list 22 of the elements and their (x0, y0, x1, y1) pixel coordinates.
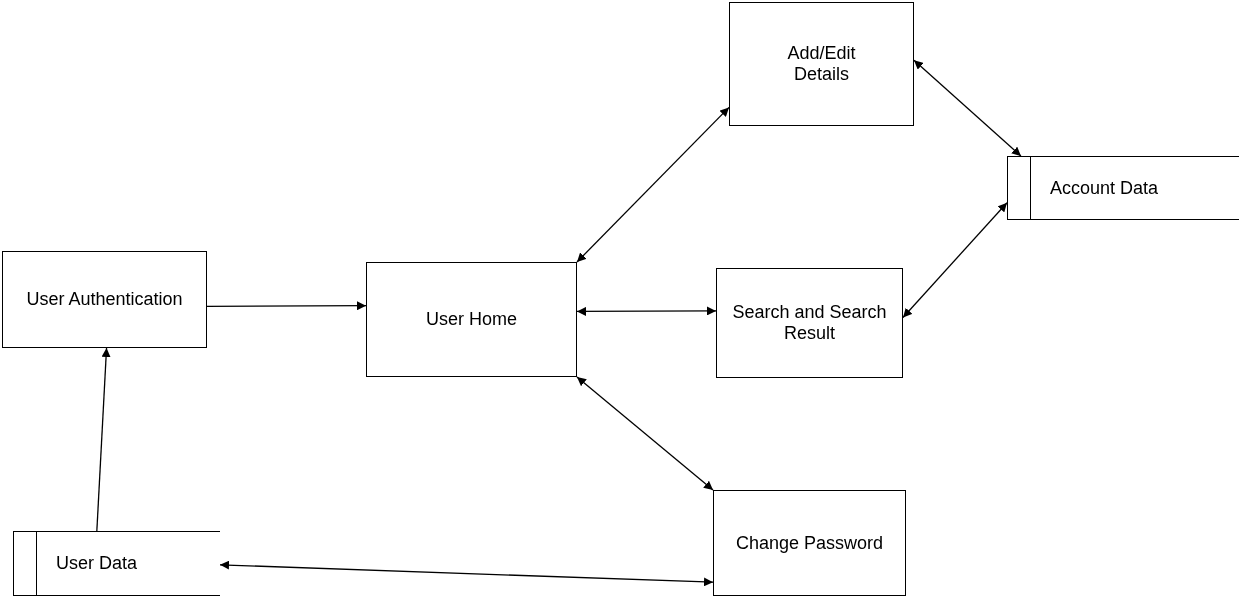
process-label: User Home (426, 309, 517, 330)
store-label: Account Data (1050, 177, 1159, 199)
process-box (713, 490, 906, 596)
data-store (1007, 156, 1239, 220)
process-label: Search and Search Result (731, 302, 888, 344)
store-label: User Data (56, 553, 138, 574)
process-box (729, 2, 914, 126)
process-box (366, 262, 577, 377)
arrow (206, 301, 367, 311)
arrow (576, 306, 717, 316)
process-box (716, 268, 903, 378)
data-store (13, 531, 220, 596)
arrow (913, 59, 1022, 157)
arrow (902, 202, 1008, 319)
process-label: Add/Edit Details (786, 43, 857, 85)
arrow (576, 106, 730, 263)
arrow (219, 560, 714, 587)
arrow (576, 376, 714, 491)
process-label: User Authentication (26, 289, 183, 310)
process-box (2, 251, 207, 348)
process-label: Change Password (735, 532, 884, 554)
arrow (96, 347, 111, 532)
